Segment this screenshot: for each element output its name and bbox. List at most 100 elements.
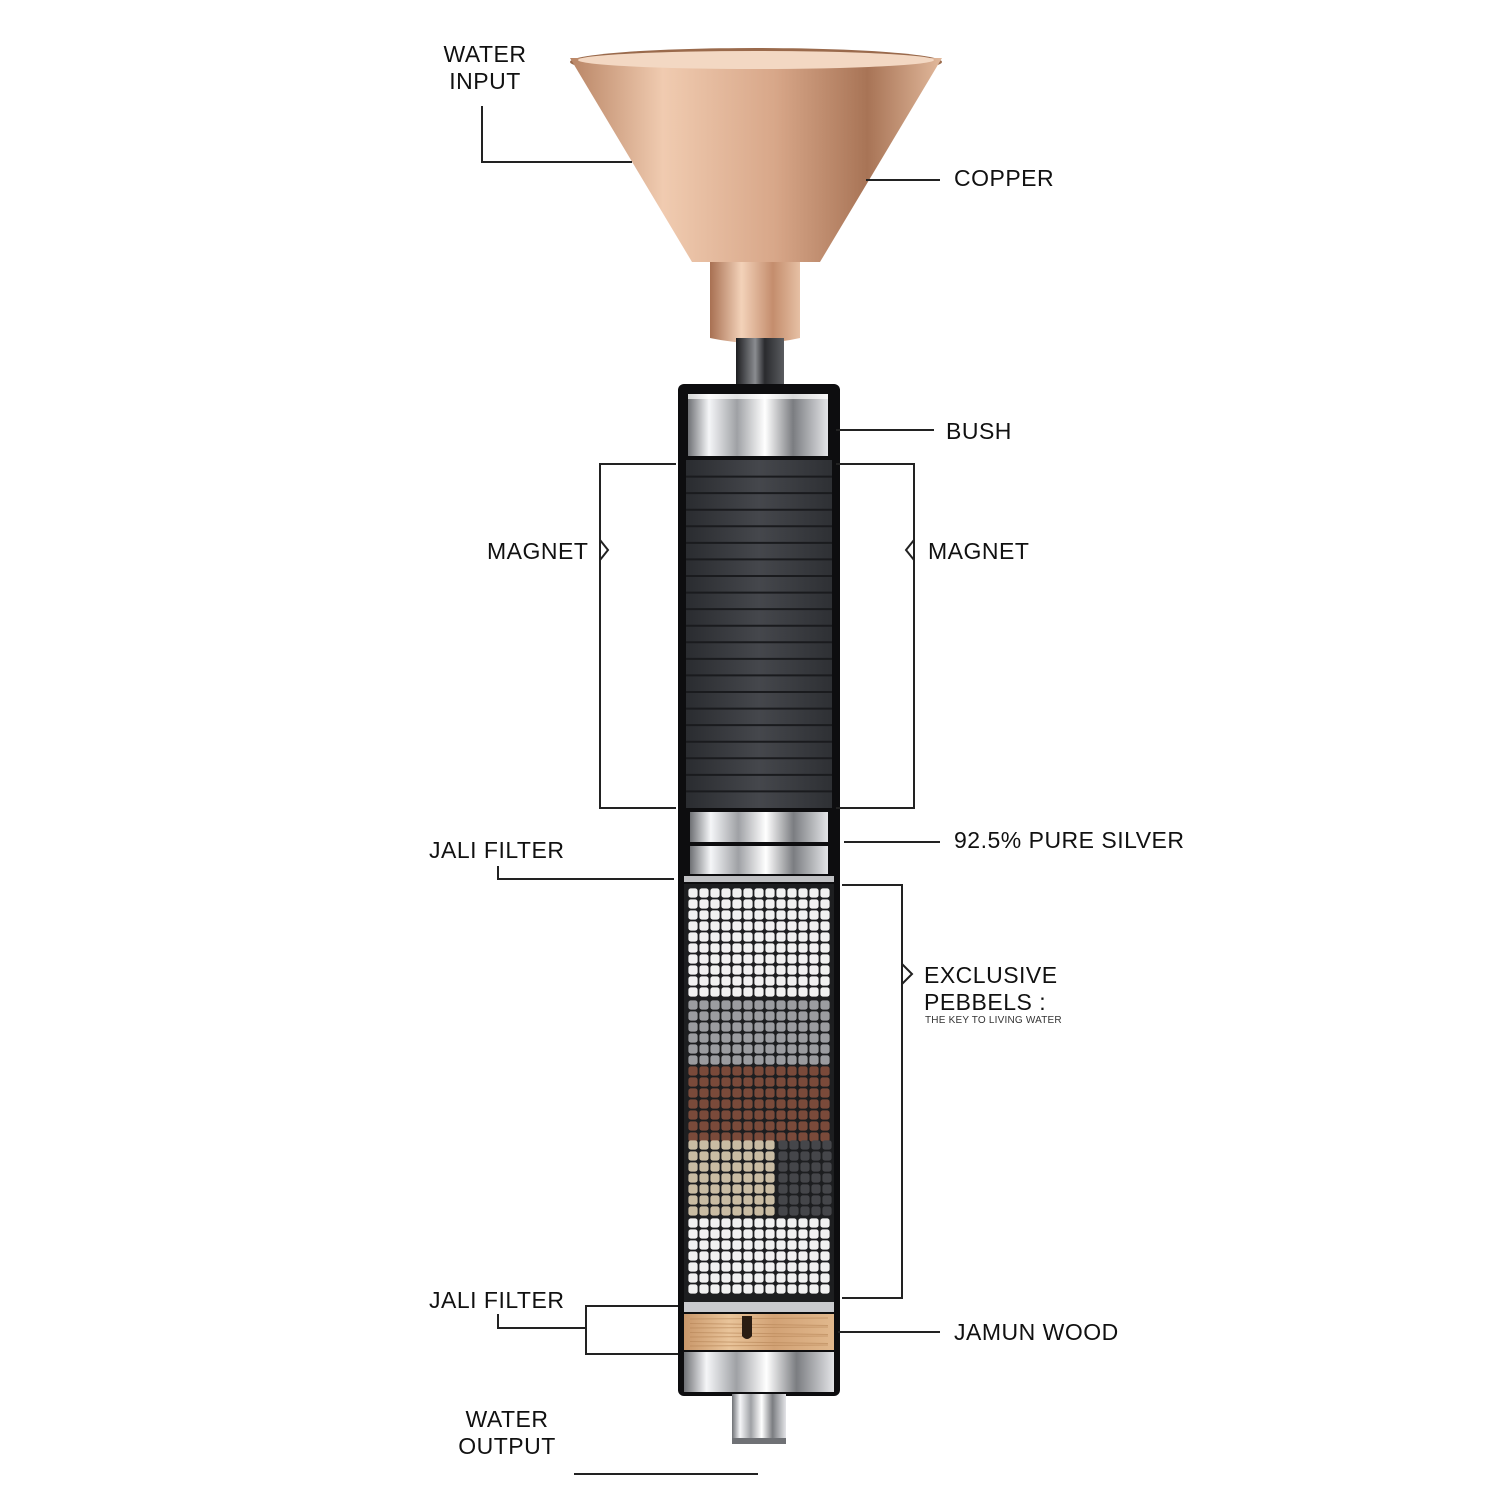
lower-white-pebbles <box>787 1229 797 1239</box>
jamun-wood-label: JAMUN WOOD <box>954 1319 1119 1345</box>
lower-white-pebbles <box>732 1240 742 1250</box>
lower-white-pebbles <box>776 1251 786 1261</box>
brown-pebbles <box>743 1121 753 1131</box>
white-pebbles <box>765 899 775 909</box>
brown-pebbles <box>798 1088 808 1098</box>
white-pebbles <box>732 976 742 986</box>
white-pebbles <box>798 932 808 942</box>
grey-pebbles <box>820 1000 830 1010</box>
grey-pebbles <box>776 1044 786 1054</box>
beige-pebbles <box>732 1173 742 1183</box>
lower-white-pebbles <box>710 1229 720 1239</box>
lower-white-pebbles <box>765 1262 775 1272</box>
white-pebbles <box>776 965 786 975</box>
brown-pebbles <box>820 1121 830 1131</box>
white-pebbles <box>732 910 742 920</box>
lower-white-pebbles <box>787 1284 797 1294</box>
white-pebbles <box>787 910 797 920</box>
white-pebbles <box>721 910 731 920</box>
white-pebbles <box>721 987 731 997</box>
wood-slot <box>742 1316 752 1339</box>
white-pebbles <box>754 943 764 953</box>
lower-white-pebbles <box>688 1240 698 1250</box>
white-pebbles <box>776 910 786 920</box>
beige-pebbles <box>710 1184 720 1194</box>
lower-white-pebbles <box>798 1273 808 1283</box>
beige-pebbles <box>710 1140 720 1150</box>
white-pebbles <box>820 943 830 953</box>
brown-pebbles <box>798 1121 808 1131</box>
brown-pebbles <box>710 1077 720 1087</box>
white-pebbles <box>820 910 830 920</box>
white-pebbles <box>820 888 830 898</box>
water-output-label: WATER OUTPUT <box>452 1406 562 1460</box>
grey-pebbles <box>809 1033 819 1043</box>
white-pebbles <box>688 899 698 909</box>
beige-pebbles <box>754 1173 764 1183</box>
pebbles-tagline: THE KEY TO LIVING WATER <box>925 1015 1062 1026</box>
grey-pebbles <box>732 1044 742 1054</box>
lower-white-pebbles <box>787 1251 797 1261</box>
white-pebbles <box>765 888 775 898</box>
white-pebbles <box>820 899 830 909</box>
white-pebbles <box>732 932 742 942</box>
brown-pebbles <box>688 1088 698 1098</box>
lower-white-pebbles <box>754 1251 764 1261</box>
grey-pebbles <box>820 1033 830 1043</box>
dark-pebbles <box>778 1151 788 1161</box>
wood-grain <box>689 1344 829 1347</box>
brown-pebbles <box>809 1121 819 1131</box>
brown-pebbles <box>688 1077 698 1087</box>
pebbles-title-line-1: EXCLUSIVE <box>924 962 1058 988</box>
pebbles-bracket-tick <box>901 963 914 985</box>
brown-pebbles <box>710 1121 720 1131</box>
lower-white-pebbles <box>809 1240 819 1250</box>
beige-pebbles <box>699 1206 709 1216</box>
lower-white-pebbles <box>809 1251 819 1261</box>
lower-white-pebbles <box>699 1240 709 1250</box>
dark-pebbles <box>789 1140 799 1150</box>
brown-pebbles <box>787 1121 797 1131</box>
beige-pebbles <box>710 1162 720 1172</box>
brown-pebbles <box>765 1110 775 1120</box>
lower-white-pebbles <box>710 1240 720 1250</box>
lower-white-pebbles <box>721 1218 731 1228</box>
white-pebbles <box>743 932 753 942</box>
grey-pebbles <box>787 1011 797 1021</box>
lower-white-pebbles <box>820 1273 830 1283</box>
white-pebbles <box>776 932 786 942</box>
lower-white-pebbles <box>721 1251 731 1261</box>
lower-white-pebbles <box>699 1218 709 1228</box>
white-pebbles <box>743 954 753 964</box>
water-output-line-1: WATER <box>465 1406 549 1432</box>
brown-pebbles <box>765 1088 775 1098</box>
lower-white-pebbles <box>710 1218 720 1228</box>
brown-pebbles <box>732 1077 742 1087</box>
grey-pebbles <box>765 1011 775 1021</box>
dark-pebbles <box>789 1151 799 1161</box>
beige-pebbles <box>699 1184 709 1194</box>
white-pebbles <box>743 943 753 953</box>
dark-pebbles <box>800 1206 810 1216</box>
lower-white-pebbles <box>710 1284 720 1294</box>
white-pebbles <box>688 987 698 997</box>
grey-pebbles <box>743 1011 753 1021</box>
brown-pebbles <box>699 1066 709 1076</box>
lower-white-pebbles <box>721 1262 731 1272</box>
white-pebbles <box>710 888 720 898</box>
outlet-pipe-lip <box>732 1438 786 1444</box>
dark-pebbles <box>822 1195 832 1205</box>
grey-pebbles <box>787 1033 797 1043</box>
white-pebbles <box>688 910 698 920</box>
white-pebbles <box>765 976 775 986</box>
brown-pebbles <box>798 1099 808 1109</box>
brown-pebbles <box>787 1077 797 1087</box>
white-pebbles <box>754 910 764 920</box>
white-pebbles <box>699 899 709 909</box>
grey-pebbles <box>743 1022 753 1032</box>
beige-pebbles <box>688 1184 698 1194</box>
dark-pebbles <box>811 1206 821 1216</box>
white-pebbles <box>776 987 786 997</box>
grey-pebbles <box>765 1022 775 1032</box>
